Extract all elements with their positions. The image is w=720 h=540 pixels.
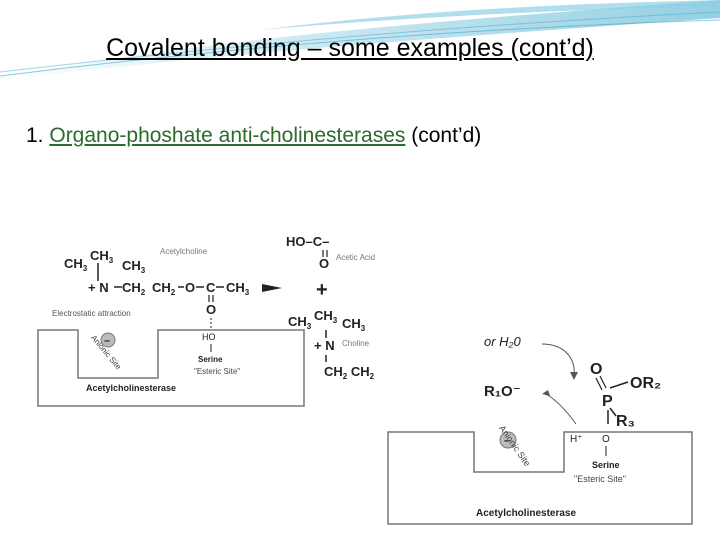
organophosphate-binding-diagram: or H₂0 O OR₂ P R₃ R₁O⁻ H⁺ O Serine "Este…	[386, 324, 708, 532]
choline-ch3-left: CH3	[288, 314, 312, 331]
anionic-site-charge	[100, 332, 116, 348]
leaving-group-arrow	[545, 393, 577, 425]
ch2-second: CH2	[152, 280, 176, 297]
ester-oxygen: O	[185, 280, 195, 295]
ch2-first: CH2	[122, 280, 146, 297]
esteric-site-label: "Esteric Site"	[194, 367, 240, 376]
serine-oxygen: O	[602, 434, 610, 445]
r3-group: R₃	[616, 413, 635, 430]
ch3-right: CH3	[122, 258, 146, 275]
choline-nitrogen: + N	[314, 338, 335, 353]
proton-label: H⁺	[570, 434, 583, 445]
subtitle-number: 1.	[26, 124, 50, 147]
subtitle-suffix: (cont’d)	[405, 124, 482, 147]
acetylcholine-label: Acetylcholine	[160, 247, 208, 256]
ch3-left: CH3	[64, 256, 88, 273]
water-attack-arrow	[541, 343, 575, 377]
acetic-acid-formula: HO–C–	[286, 234, 329, 249]
ch3-acetyl: CH3	[226, 280, 250, 297]
carbonyl-carbon: C	[206, 280, 216, 295]
ch3-top: CH3	[90, 248, 114, 265]
reaction-arrow	[262, 284, 282, 292]
or2-group: OR₂	[630, 375, 661, 392]
svg-text:–: –	[504, 433, 511, 447]
water-alternative: or H₂0	[484, 334, 522, 349]
choline-label: Choline	[342, 339, 370, 348]
acetic-acid-label: Acetic Acid	[336, 253, 375, 262]
phosphoryl-oxygen: O	[590, 361, 602, 378]
r1o-leaving-group: R₁O⁻	[484, 383, 521, 400]
esteric-site-label: "Esteric Site"	[574, 474, 626, 484]
plus-sign: +	[316, 279, 328, 301]
serine-label: Serine	[592, 460, 620, 470]
phosphorus-atom: P	[602, 393, 613, 410]
acetylcholine-hydrolysis-diagram: Acetylcholine CH3 CH3 CH3 + N CH2 CH2 O …	[37, 234, 375, 407]
serine-label: Serine	[198, 355, 223, 364]
acetic-acid-oxygen: O	[319, 256, 329, 271]
subtitle-link[interactable]: Organo-phoshate anti-cholinesterases	[49, 124, 406, 147]
enzyme-label: Acetylcholinesterase	[476, 508, 576, 519]
enzyme-surface-outline	[37, 329, 305, 407]
electrostatic-label: Electrostatic attraction	[52, 309, 131, 318]
quaternary-nitrogen: + N	[88, 280, 109, 295]
choline-ch3-right: CH3	[342, 316, 366, 333]
choline-ch3-top: CH3	[314, 308, 338, 325]
carbonyl-oxygen: O	[206, 302, 216, 317]
choline-ch2-chain: CH2 CH2	[324, 364, 375, 381]
enzyme-surface-outline	[387, 431, 693, 525]
enzyme-label: Acetylcholinesterase	[86, 383, 176, 393]
slide-title: Covalent bonding – some examples (cont’d…	[106, 34, 594, 62]
svg-text:–: –	[104, 335, 110, 347]
serine-hydroxyl: HO	[202, 332, 216, 342]
header-swoosh	[0, 0, 720, 80]
slide-subtitle: 1. Organo-phoshate anti-cholinesterases …	[26, 124, 481, 148]
anionic-site-charge	[499, 431, 517, 449]
